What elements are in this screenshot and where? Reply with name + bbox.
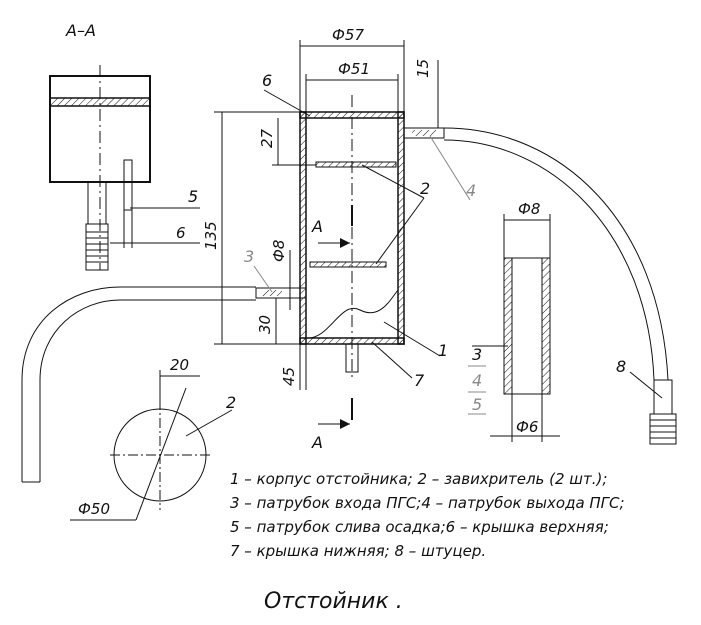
part-5-tube: 5 (472, 395, 482, 414)
section-label: А–А (65, 21, 96, 40)
part-3-main: 3 (244, 247, 254, 266)
swirler-lower (309, 261, 387, 268)
dim-d6-tube: Ф6 (516, 418, 538, 436)
section-marks: А А (311, 205, 353, 452)
swirler-upper (315, 161, 397, 168)
dim-d50: Ф50 (78, 500, 110, 518)
dim-d8-tube: Ф8 (518, 200, 540, 218)
main-body (255, 95, 445, 380)
break-line (305, 289, 399, 339)
legend-line-4: 7 – крышка нижняя; 8 – штуцер. (230, 542, 486, 560)
drawing-title: Отстойник . (264, 589, 403, 614)
legend-line-2: 3 – патрубок входа ПГС;4 – патрубок выхо… (230, 494, 625, 512)
outlet-fitting-threads (650, 419, 676, 439)
part-7: 7 (414, 371, 425, 390)
part-4-main: 4 (466, 181, 476, 200)
main-dimensions: Ф57 Ф51 15 135 27 Ф8 30 45 (202, 26, 439, 390)
bottom-drain (345, 343, 359, 373)
legend: 1 – корпус отстойника; 2 – завихритель (… (230, 470, 625, 560)
section-view: А–А 6 5 (49, 21, 200, 271)
part-8: 8 (616, 357, 626, 376)
legend-line-1: 1 – корпус отстойника; 2 – завихритель (… (230, 470, 607, 488)
outlet-hose (443, 127, 669, 381)
dim-d51: Ф51 (338, 60, 370, 78)
section-bottom-nozzle (87, 181, 107, 225)
inlet-pipe (255, 287, 307, 299)
outlet-fitting (653, 379, 673, 415)
part-5-left: 5 (188, 187, 198, 206)
dim-135: 135 (202, 221, 220, 250)
section-mark-upper: А (311, 217, 323, 236)
legend-line-3: 5 – патрубок слива осадка;6 – крышка вер… (230, 518, 609, 536)
section-drain-pipe (123, 159, 133, 211)
dim-27: 27 (258, 128, 276, 148)
dim-20: 20 (170, 356, 189, 374)
part-1: 1 (438, 341, 448, 360)
inlet-hose (21, 286, 256, 482)
dim-15: 15 (414, 59, 432, 78)
part-2-main: 2 (420, 179, 430, 198)
body-right-wall (397, 111, 405, 345)
part-2-circle: 2 (226, 393, 236, 412)
dim-d8-vertical: Ф8 (270, 240, 288, 262)
main-leaders: 6 2 4 3 1 7 (244, 71, 476, 390)
dim-6: 6 (176, 224, 186, 242)
dim-d57: Ф57 (332, 26, 364, 44)
body-left-wall (299, 111, 307, 345)
tube-detail: Ф8 Ф6 3 4 5 (468, 200, 560, 442)
outlet-pipe (403, 127, 445, 139)
part-6: 6 (262, 71, 272, 90)
swirler-circle-view: 20 Ф50 2 (70, 356, 236, 521)
dim-30: 30 (256, 315, 274, 334)
part-4-tube: 4 (472, 371, 482, 390)
dim-45: 45 (280, 367, 298, 386)
section-mark-lower: А (311, 433, 323, 452)
section-fitting-threads (86, 231, 108, 263)
part-3-tube: 3 (472, 345, 482, 364)
section-fitting (85, 223, 109, 271)
